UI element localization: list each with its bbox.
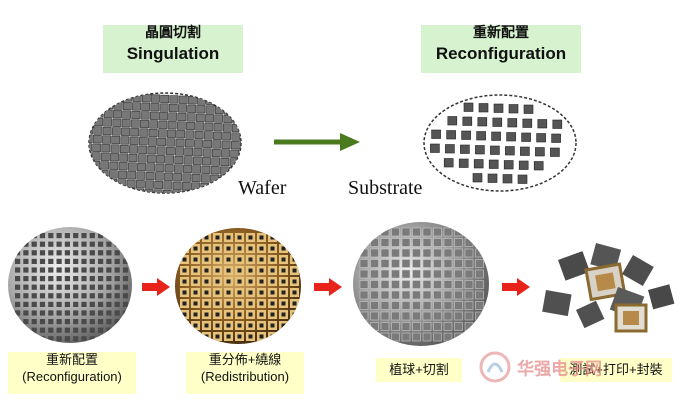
singulation-label: 晶圓切割 Singulation: [103, 25, 243, 73]
wafer-diagram: [88, 92, 242, 194]
watermark: 华强电子网: [478, 350, 602, 384]
step-reconfiguration-label: 重新配置 (Reconfiguration): [8, 352, 136, 394]
step1-en: (Reconfiguration): [22, 368, 122, 384]
step3-zh: 植球+切割: [389, 362, 449, 377]
watermark-logo-icon: [479, 351, 511, 383]
step2-zh: 重分佈+繞線: [208, 352, 282, 367]
substrate-label: Substrate: [348, 177, 423, 199]
step-test-package-label: 測試+打印+封裝: [560, 358, 672, 382]
reconfigured-wafer-photo: [8, 227, 132, 343]
redistribution-wafer-photo: [175, 228, 301, 344]
reconfiguration-en: Reconfiguration: [435, 43, 567, 63]
process-arrow: [274, 133, 360, 151]
packaged-chips-photo: [542, 243, 675, 333]
singulation-zh: 晶圓切割: [145, 25, 201, 41]
reconfiguration-zh: 重新配置: [473, 25, 529, 41]
step-redistribution-label: 重分佈+繞線 (Redistribution): [186, 352, 304, 394]
step4-zh: 測試+打印+封裝: [569, 362, 663, 377]
reconfiguration-label: 重新配置 Reconfiguration: [421, 25, 581, 73]
red-arrow-3: [502, 278, 530, 296]
red-arrow-2: [314, 278, 342, 296]
red-arrow-1: [142, 278, 170, 296]
step1-zh: 重新配置: [45, 352, 98, 367]
wafer-label: Wafer: [238, 177, 287, 199]
step2-en: (Redistribution): [200, 368, 290, 384]
step-ballmount-label: 植球+切割: [376, 358, 462, 382]
watermark-text: 华强电子网: [517, 359, 603, 380]
ball-mount-wafer-photo: [353, 222, 489, 346]
substrate-dies: [430, 102, 563, 184]
singulation-en: Singulation: [126, 43, 220, 63]
substrate-diagram: [423, 94, 577, 192]
